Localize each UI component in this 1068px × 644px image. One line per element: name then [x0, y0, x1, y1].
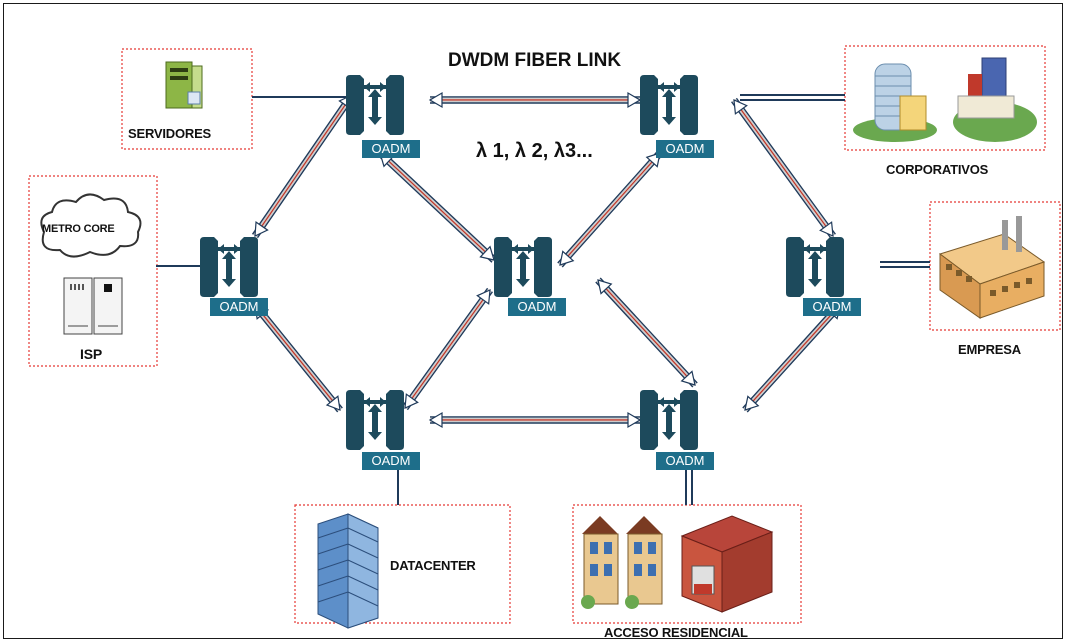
oadm-node-center: [494, 237, 552, 297]
oadm-node-mid-left: [200, 237, 258, 297]
fiber-link: [428, 91, 642, 109]
corporate-buildings-icon: [853, 57, 1037, 142]
fiber-link: [251, 92, 356, 239]
oadm-label-bottom-left: OADM: [362, 452, 420, 470]
site-box-isp: [28, 175, 158, 367]
residential-houses-icon: [581, 515, 774, 613]
site-label-datacenter: DATACENTER: [390, 558, 476, 573]
diagram-frame: [3, 3, 1063, 639]
fiber-link: [557, 150, 663, 268]
oadm-label-mid-left: OADM: [210, 298, 268, 316]
oadm-label-bottom-right: OADM: [656, 452, 714, 470]
site-box-datacenter: [294, 504, 511, 624]
oadm-label-top-left: OADM: [362, 140, 420, 158]
wavelengths-label: λ 1, λ 2, λ3...: [476, 140, 593, 162]
oadm-node-bottom-right: [640, 390, 698, 450]
fiber-link: [428, 411, 642, 429]
oadm-node-top-left: [346, 75, 404, 135]
oadm-node-mid-right: [786, 237, 844, 297]
factory-icon: [938, 216, 1046, 319]
oadm-label-mid-right: OADM: [803, 298, 861, 316]
fiber-link: [377, 150, 497, 263]
oadm-label-top-right: OADM: [656, 140, 714, 158]
fiber-link: [595, 277, 698, 388]
fiber-link: [742, 302, 843, 413]
site-box-corporativos: [844, 45, 1046, 151]
site-label-corporativos: CORPORATIVOS: [886, 162, 989, 177]
oadm-node-bottom-left: [346, 390, 404, 450]
site-label-metro-core: METRO CORE: [42, 223, 115, 235]
server-icon: [165, 61, 203, 109]
site-label-empresa: EMPRESA: [958, 342, 1021, 357]
site-box-servidores: [121, 48, 253, 150]
isp-rack-icon: [63, 277, 123, 335]
site-label-acceso-residencial: ACCESO RESIDENCIAL: [604, 625, 748, 640]
site-label-isp: ISP: [80, 346, 102, 362]
metro-core-cloud-icon: [40, 193, 142, 258]
diagram-title: DWDM FIBER LINK: [448, 50, 622, 71]
fiber-link: [401, 287, 494, 411]
datacenter-building-icon: [317, 513, 379, 629]
oadm-node-top-right: [640, 75, 698, 135]
fiber-link: [731, 97, 836, 239]
site-label-servidores: SERVIDORES: [128, 126, 212, 141]
fiber-link: [252, 302, 343, 413]
oadm-label-center: OADM: [508, 298, 566, 316]
